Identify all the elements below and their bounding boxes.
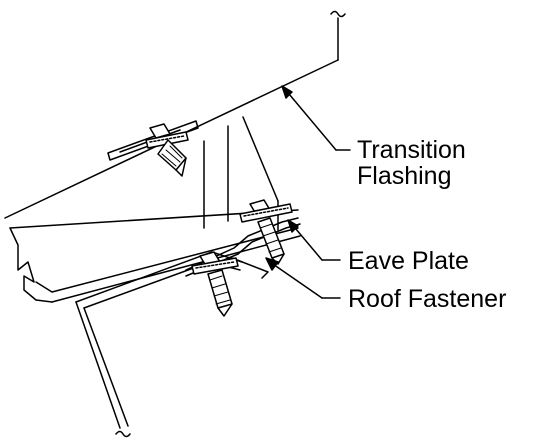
leader-eave-plate [287,219,341,261]
fastener-middle [239,199,293,265]
eave-plate-label: Eave Plate [348,247,469,275]
transition-flashing-label-line2: Flashing [357,162,452,190]
roof-fastener-label: Roof Fastener [348,285,507,313]
break-line [9,227,53,303]
leader-roof-fastener [265,257,341,299]
fastener-lower [191,251,239,317]
transition-flashing [4,10,346,219]
transition-flashing-label-line1: Transition [357,136,466,164]
leader-transition-flashing [281,85,351,151]
roof-panel [9,209,301,303]
transition-flashing-label: Transition Flashing [357,137,466,189]
fastener-upper [145,123,189,177]
